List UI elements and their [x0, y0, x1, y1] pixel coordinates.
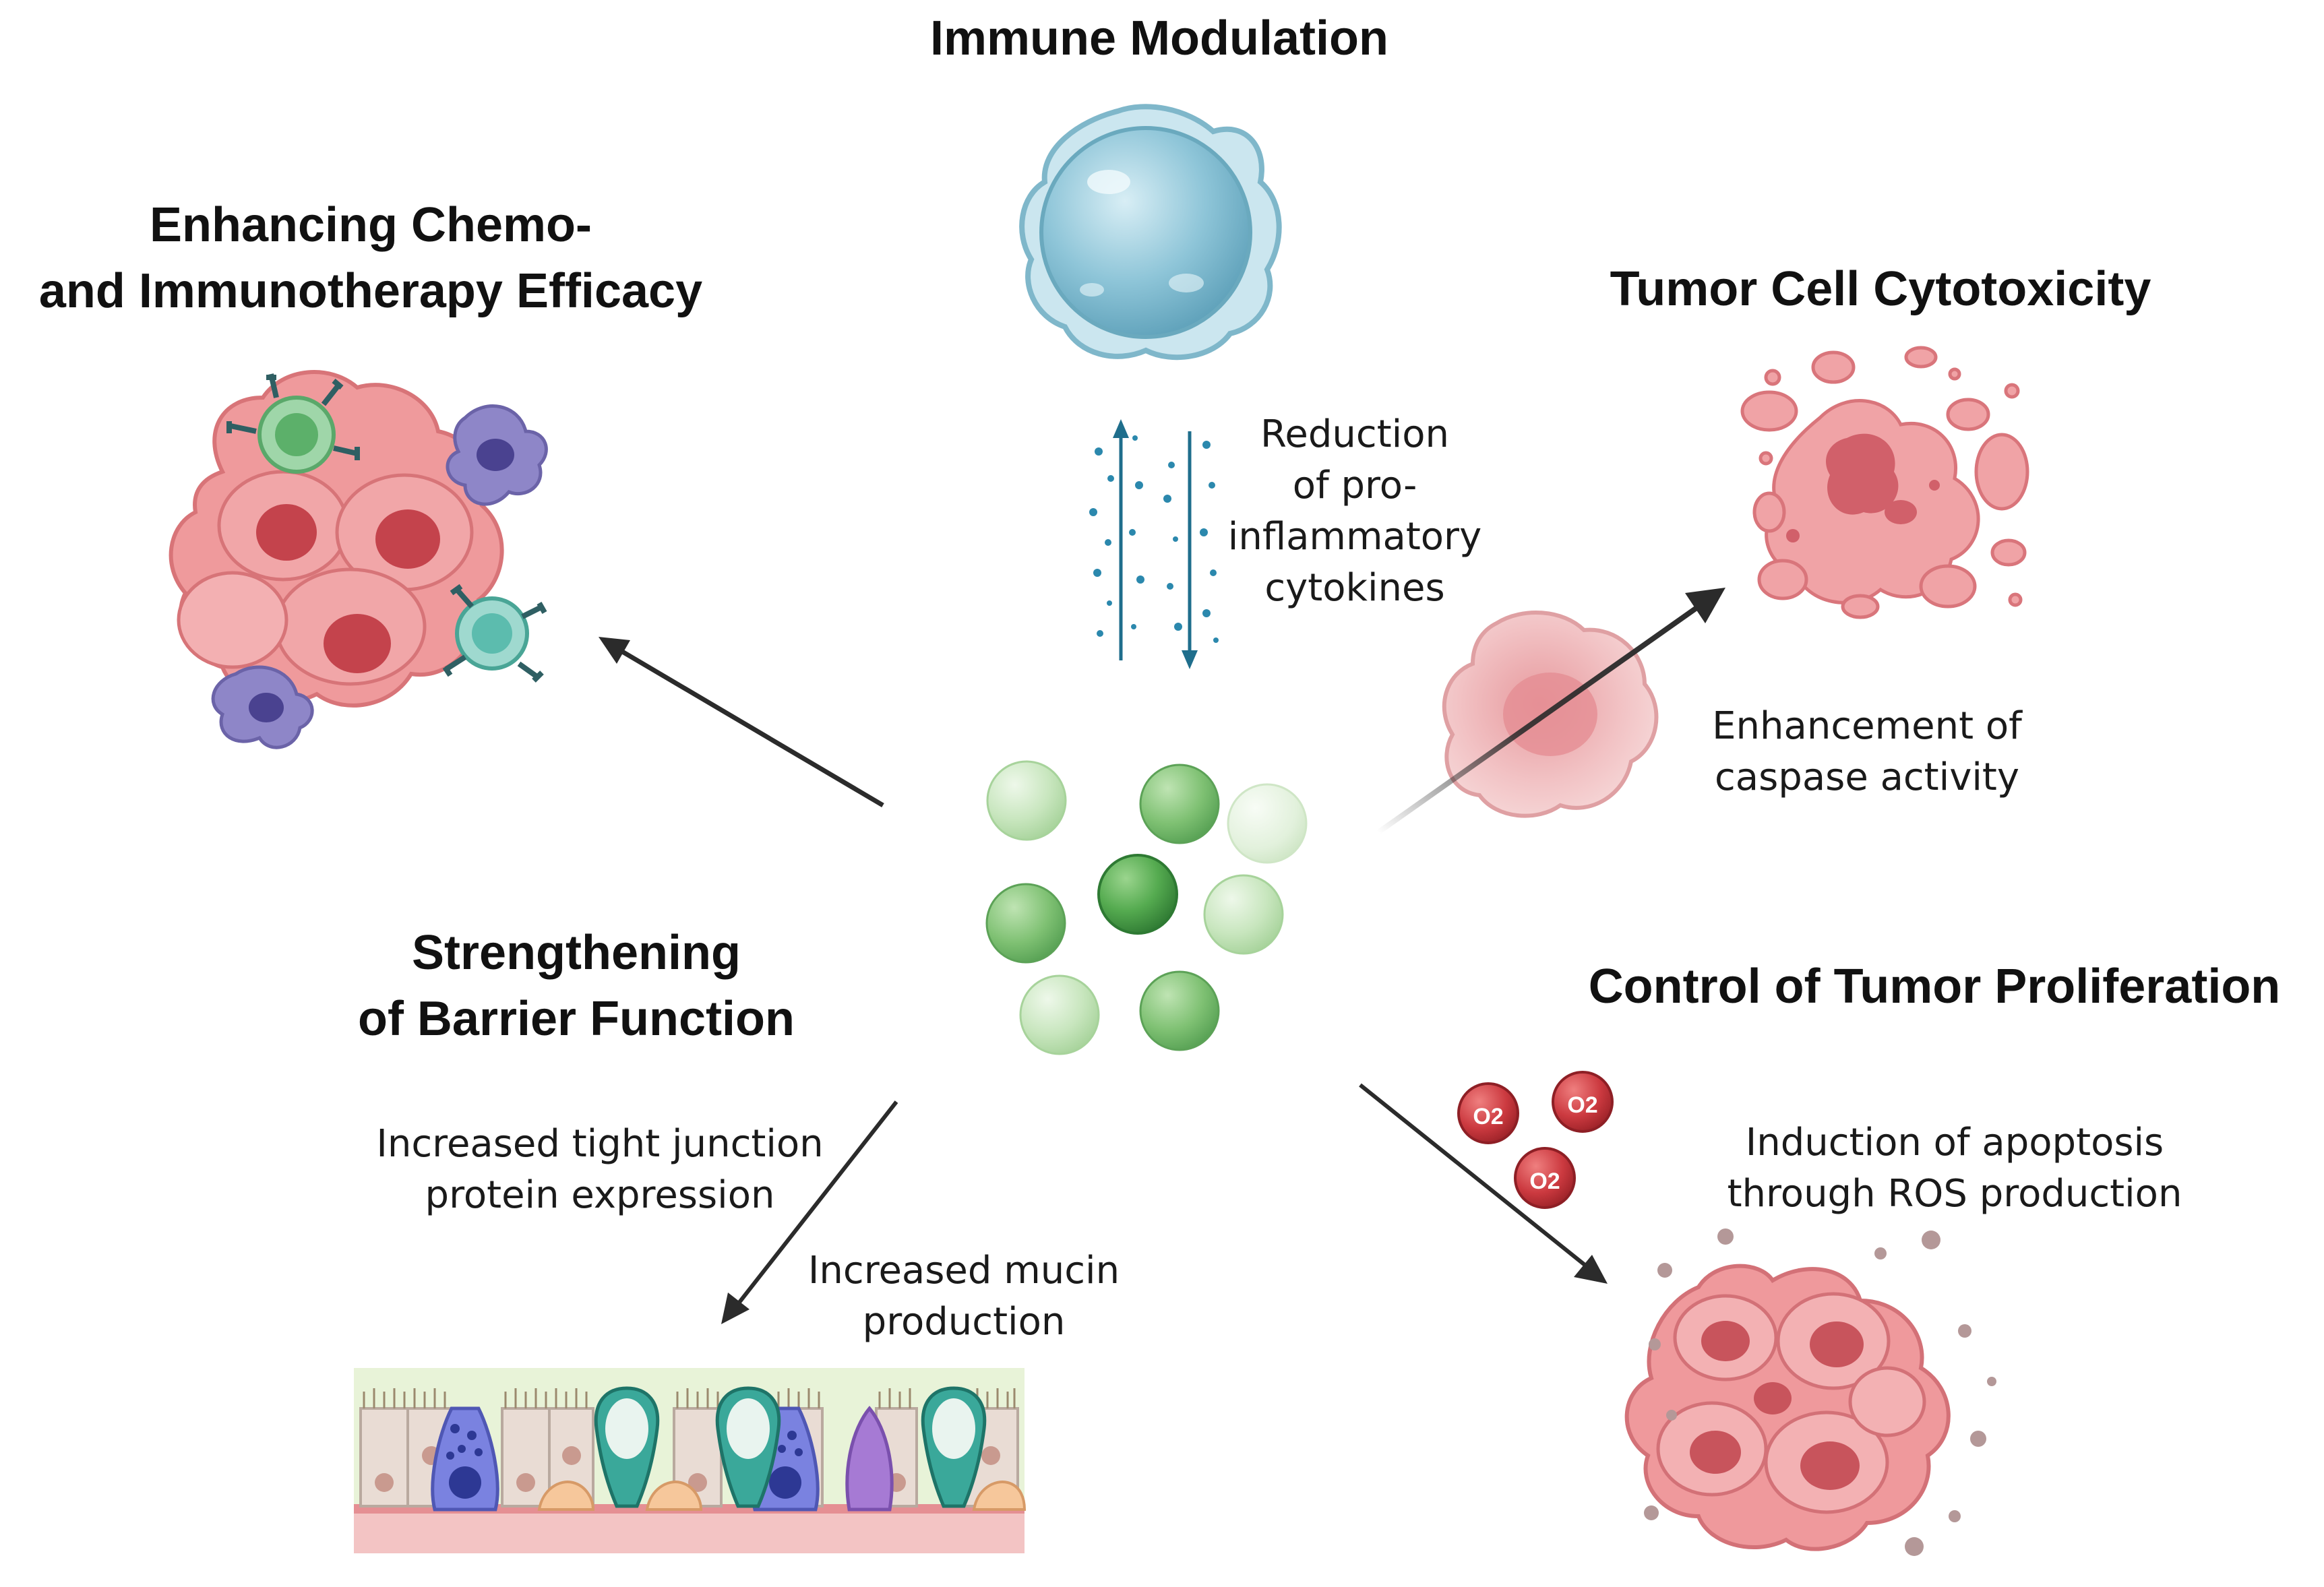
ros-molecule: O2 — [1457, 1082, 1519, 1144]
cytokine-dots — [1089, 435, 1219, 643]
particle — [986, 760, 1067, 841]
immune-modulation-title: Immune Modulation — [930, 11, 1388, 65]
caspase-caption: Enhancement of caspase activity — [1672, 701, 2062, 803]
caption-line: Reduction — [1260, 412, 1449, 456]
cytokine-up-arrow — [1113, 419, 1129, 660]
arrow-to-proliferation — [1359, 1083, 1608, 1284]
particle — [1019, 974, 1100, 1055]
tumor-proliferation-title: Control of Tumor Proliferation — [1588, 960, 2281, 1014]
caption-line: Increased mucin — [807, 1249, 1120, 1293]
particle — [1139, 970, 1220, 1051]
caption-line: through ROS production — [1727, 1172, 2182, 1216]
particle — [1097, 854, 1178, 935]
ros-molecule: O2 — [1514, 1147, 1576, 1209]
particle — [1139, 764, 1220, 844]
barrier-function-title: Strengthening of Barrier Function — [307, 920, 846, 1052]
particle — [1227, 783, 1308, 864]
tumor-cytotoxicity-title: Tumor Cell Cytotoxicity — [1610, 262, 2151, 316]
caption-line: Enhancement of — [1712, 704, 2022, 748]
particle — [985, 883, 1066, 964]
apoptosis-caption: Induction of apoptosis through ROS produ… — [1699, 1117, 2211, 1220]
mucin-caption: Increased mucin production — [775, 1245, 1153, 1348]
title-line: Strengthening — [412, 926, 741, 980]
cytokine-reduction-caption: Reduction of pro- inflammatory cytokines — [1220, 409, 1490, 614]
arrow-to-barrier — [721, 1100, 898, 1324]
caption-line: of pro- — [1292, 464, 1417, 507]
caption-line: Induction of apoptosis — [1745, 1121, 2164, 1164]
chemo-immunotherapy-title: Enhancing Chemo- and Immunotherapy Effic… — [0, 192, 741, 324]
tight-junction-caption: Increased tight junction protein express… — [350, 1119, 849, 1221]
caption-line: production — [862, 1300, 1066, 1344]
ros-label: O2 — [1567, 1092, 1597, 1118]
arrow-to-cytotoxicity — [1376, 588, 1725, 835]
title-line: and Immunotherapy Efficacy — [38, 264, 703, 318]
title-line: of Barrier Function — [357, 992, 795, 1046]
center-particle-cluster — [985, 760, 1308, 1055]
cytokine-down-arrow — [1182, 431, 1198, 669]
tumor-immune-cluster-illustration — [169, 370, 548, 749]
intestinal-epithelium-illustration — [354, 1368, 1027, 1553]
tumor-mass-illustration — [1624, 1228, 1996, 1556]
title-line: Enhancing Chemo- — [149, 198, 592, 252]
caption-line: Increased tight junction — [376, 1122, 824, 1166]
caption-line: caspase activity — [1715, 755, 2019, 799]
immune-cell-illustration — [1019, 104, 1282, 361]
particle — [1203, 874, 1284, 955]
ros-label: O2 — [1473, 1104, 1503, 1129]
caption-line: cytokines — [1264, 566, 1445, 610]
caption-line: inflammatory — [1227, 515, 1482, 559]
caption-line: protein expression — [425, 1173, 775, 1217]
arrow-to-chemo — [599, 637, 884, 808]
ros-molecule: O2 — [1552, 1071, 1614, 1133]
ros-label: O2 — [1529, 1169, 1560, 1194]
tumor-nucleus-fragment — [1786, 433, 1940, 542]
